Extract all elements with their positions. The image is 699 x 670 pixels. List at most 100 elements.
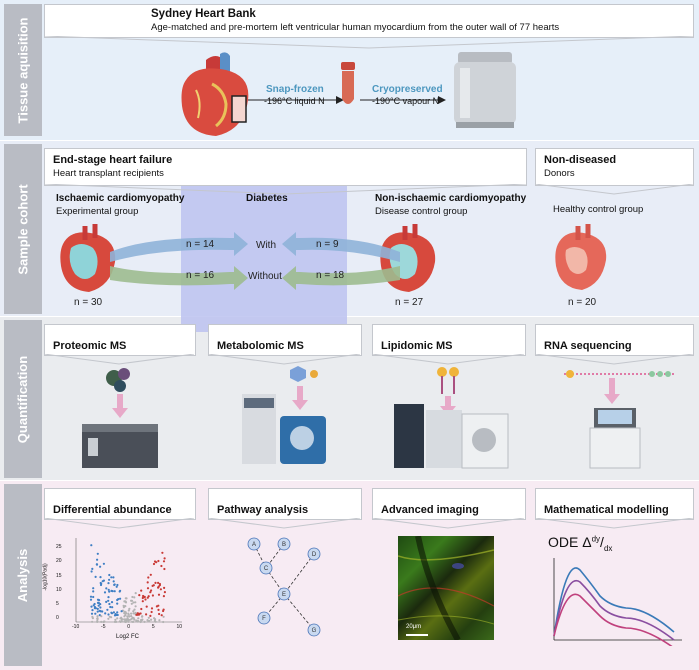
- quant-item-2: Metabolomic MS: [217, 340, 304, 352]
- nicm-sub: Disease control group: [375, 206, 468, 217]
- volcano-point: [141, 615, 144, 618]
- volcano-point: [114, 618, 117, 621]
- volcano-point: [94, 612, 97, 615]
- volcano-point: [138, 594, 141, 597]
- volcano-point: [143, 596, 146, 599]
- volcano-point: [158, 612, 161, 616]
- snap-title: Snap-frozen: [266, 84, 324, 95]
- volcano-point: [146, 596, 149, 599]
- volcano-point: [152, 562, 156, 566]
- volcano-xtick: -10: [72, 624, 80, 630]
- volcano-point: [105, 587, 108, 590]
- volcano-point: [123, 610, 126, 613]
- volcano-point: [95, 563, 98, 566]
- pathway-node-g: [307, 623, 321, 637]
- volcano-point: [134, 592, 137, 595]
- without-label: Without: [248, 271, 282, 282]
- volcano-point: [131, 595, 134, 599]
- volcano-point: [100, 615, 103, 618]
- volcano-point: [160, 564, 163, 568]
- volcano-point: [128, 607, 131, 610]
- volcano-point: [108, 590, 111, 593]
- pathway-label: B: [282, 542, 286, 548]
- volcano-point: [107, 599, 110, 602]
- bank-chevron: [44, 36, 694, 49]
- volcano-point: [107, 617, 110, 620]
- volcano-point: [126, 615, 129, 618]
- quant-header-3: Lipidomic MS: [372, 324, 526, 356]
- volcano-point: [99, 565, 102, 568]
- volcano-point: [157, 608, 160, 611]
- analysis-header-2: Pathway analysis: [208, 488, 362, 520]
- volcano-point: [158, 619, 161, 622]
- volcano-point: [90, 544, 93, 547]
- analysis-side-label: Analysis: [4, 484, 42, 666]
- volcano-point: [150, 607, 154, 610]
- volcano-point: [141, 618, 144, 621]
- volcano-point: [132, 610, 135, 613]
- volcano-point: [112, 611, 115, 614]
- volcano-point: [150, 610, 153, 614]
- pathway-label: A: [252, 542, 256, 548]
- microscopy-texture: [397, 535, 495, 642]
- volcano-point: [163, 591, 166, 594]
- volcano-point: [122, 604, 125, 607]
- volcano-point: [96, 615, 99, 618]
- volcano-point: [116, 617, 119, 620]
- volcano-xticks: -10 -5 0 5 10: [72, 624, 182, 630]
- volcano-point: [140, 607, 143, 611]
- volcano-point: [125, 597, 128, 600]
- volcano-ylabel: -log10(Padj): [42, 563, 49, 591]
- volcano-point: [124, 601, 128, 604]
- volcano-point: [108, 573, 111, 577]
- volcano-point: [113, 583, 116, 586]
- volcano-point: [147, 616, 150, 619]
- volcano-point: [162, 560, 166, 563]
- volcano-point: [140, 589, 143, 592]
- ode-curves: [553, 558, 682, 646]
- ode-text: ODE Δ: [548, 534, 592, 550]
- volcano-point: [138, 612, 141, 615]
- volcano-point: [141, 596, 144, 600]
- volcano-xtick: 0: [127, 624, 131, 630]
- volcano-ytick: 10: [56, 586, 62, 593]
- volcano-point: [137, 617, 140, 620]
- volcano-point: [99, 606, 102, 609]
- volcano-point: [94, 575, 97, 578]
- analysis-item-2: Pathway analysis: [217, 504, 309, 516]
- volcano-point: [131, 620, 134, 623]
- volcano-xtick: 10: [176, 624, 182, 630]
- volcano-point: [160, 614, 163, 617]
- volcano-point: [134, 605, 137, 608]
- volcano-point: [96, 617, 99, 620]
- volcano-point: [150, 618, 153, 621]
- volcano-point: [130, 602, 133, 605]
- volcano-point: [133, 596, 136, 599]
- volcano-point: [159, 588, 162, 591]
- volcano-point: [127, 609, 130, 612]
- volcano-point: [143, 620, 146, 623]
- volcano-point: [153, 560, 157, 563]
- volcano-plot: 25 20 15 10 5 0 -10 -5 0 5 10 Log2 FC -l…: [43, 534, 184, 650]
- pathway-label: F: [262, 616, 266, 622]
- volcano-point: [157, 593, 161, 596]
- volcano-point: [90, 570, 93, 573]
- volcano-point: [139, 620, 142, 624]
- volcano-ytick: 20: [56, 558, 62, 565]
- icm-heart-icon: [60, 224, 116, 292]
- volcano-point: [151, 584, 154, 587]
- volcano-point: [128, 615, 131, 618]
- volcano-point: [153, 617, 156, 620]
- ode-frac-num: dy: [591, 534, 601, 544]
- quant-item-3: Lipidomic MS: [381, 340, 453, 352]
- bank-title: Sydney Heart Bank: [151, 8, 256, 20]
- cohort-arrows: [110, 232, 400, 290]
- volcano-point: [99, 583, 103, 587]
- volcano-point: [89, 595, 93, 598]
- nd-chevron: [535, 184, 693, 195]
- volcano-point: [145, 605, 148, 608]
- volcano-point: [116, 611, 119, 614]
- volcano-point: [113, 614, 117, 617]
- pathway-network: A B C D E F G: [247, 537, 321, 637]
- volcano-point: [102, 620, 105, 624]
